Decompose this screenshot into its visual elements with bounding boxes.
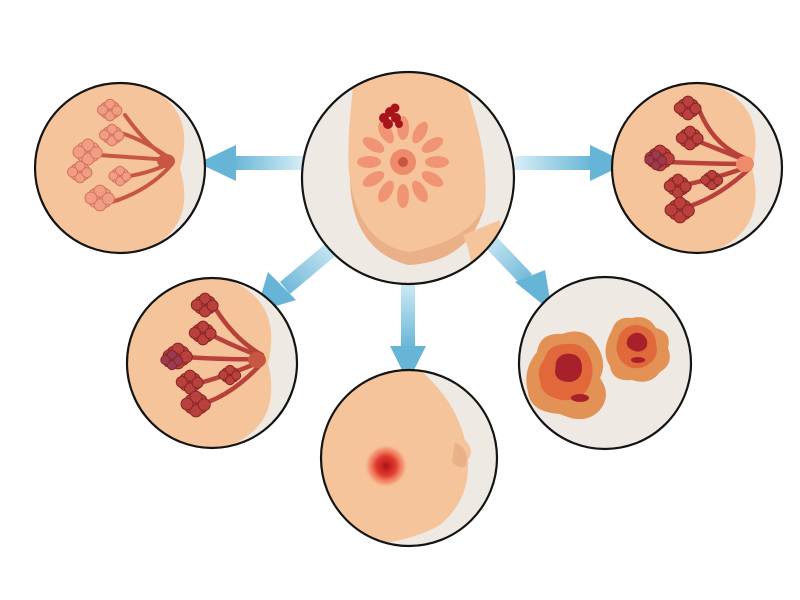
lobular-changes-icon [125, 276, 299, 450]
arrow-to-normal-lobules [198, 145, 304, 181]
abnormal-cells-icon [517, 275, 693, 451]
breast-with-tumor-icon [300, 70, 516, 286]
lobular-changes-icon [610, 81, 784, 255]
normal-lobules-icon [33, 81, 207, 255]
arrow-to-breast-lump [390, 278, 426, 382]
breast-lump-icon [319, 368, 499, 548]
tumor-mass [379, 103, 403, 129]
lobule-petals [357, 116, 449, 208]
arrow-to-abnormal-cells [482, 232, 552, 312]
arrow-to-lobular-right [515, 145, 628, 181]
